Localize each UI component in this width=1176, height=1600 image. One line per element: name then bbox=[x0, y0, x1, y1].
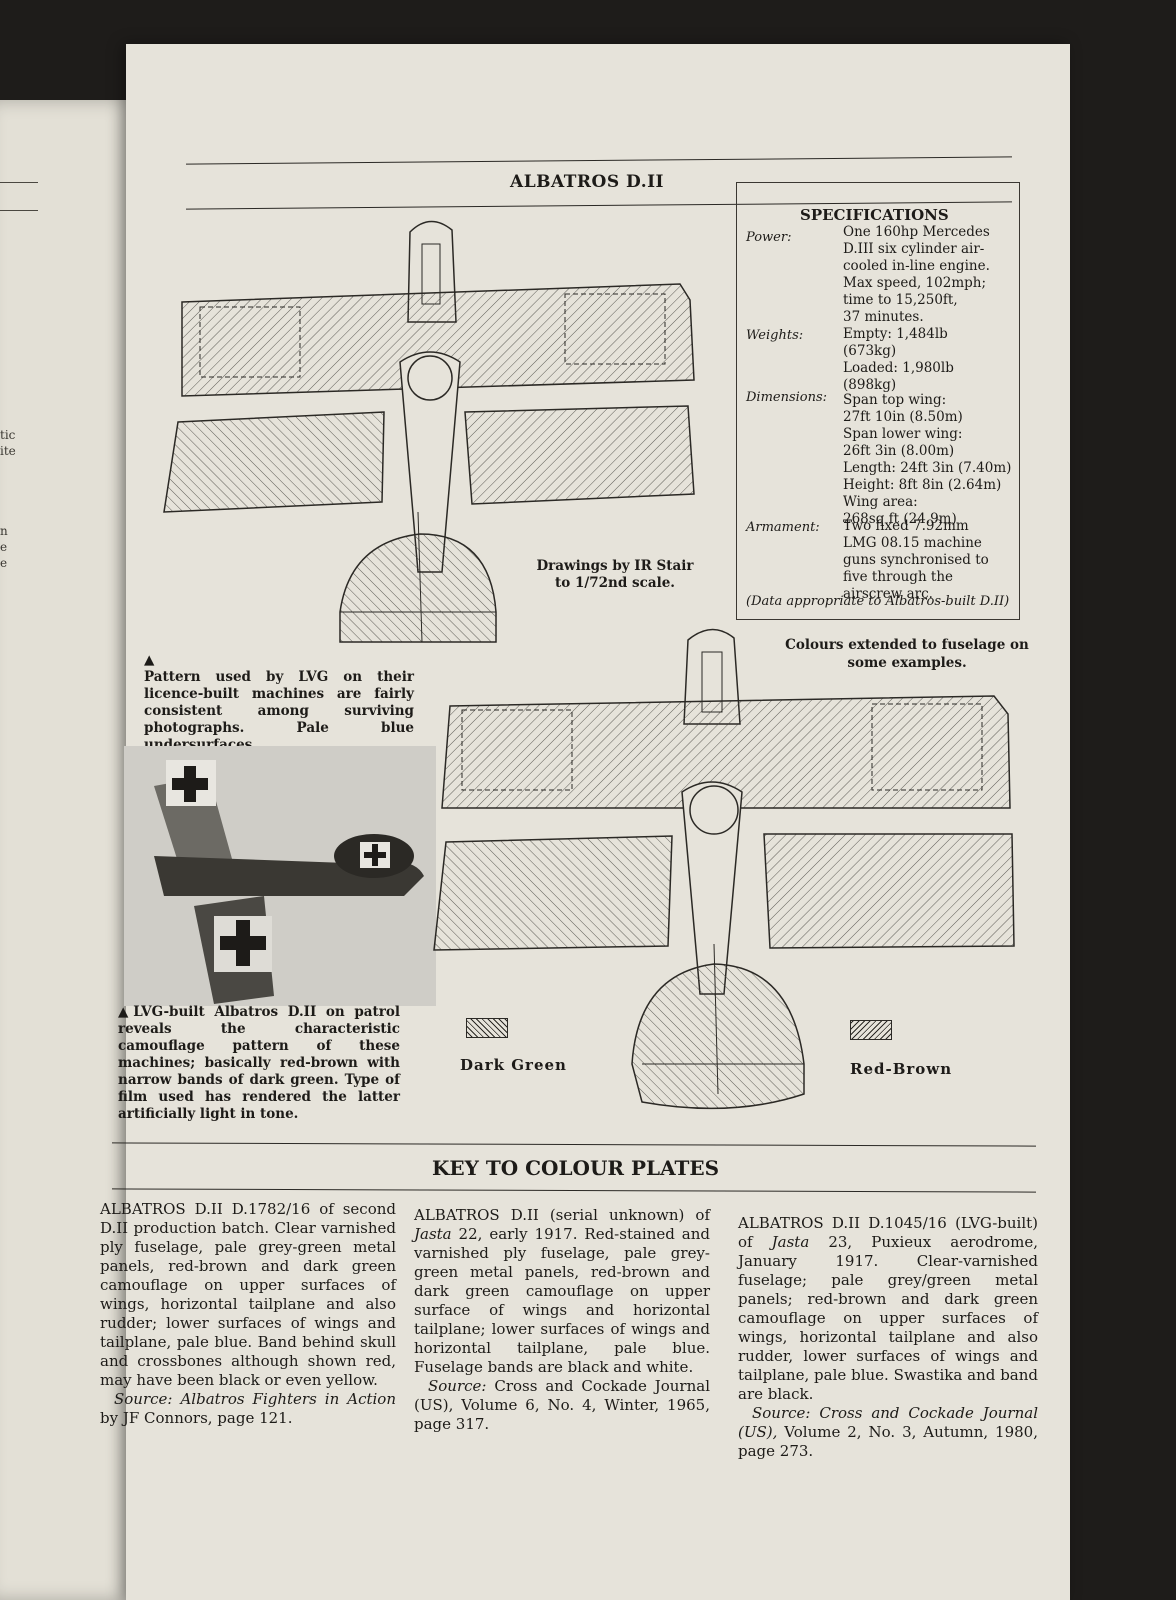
facing-page-fragment: e bbox=[0, 556, 8, 570]
specifications-box bbox=[736, 182, 1020, 620]
facing-page-fragment: tic bbox=[0, 428, 16, 442]
key-title: KEY TO COLOUR PLATES bbox=[432, 1156, 720, 1180]
page-title: ALBATROS D.II bbox=[510, 172, 665, 192]
spec-value-weights: Empty: 1,484lb(673kg)Loaded: 1,980lb(898… bbox=[843, 326, 954, 393]
facing-page-edge bbox=[0, 100, 138, 1600]
legend-swatch-dark-green bbox=[466, 1018, 508, 1038]
facing-page-fragment: ite bbox=[0, 444, 16, 458]
drawing-credit: Drawings by IR Stair to 1/72nd scale. bbox=[536, 558, 694, 591]
key-entry-1: ALBATROS D.II D.1782/16 of second D.II p… bbox=[100, 1200, 396, 1427]
caption-photo: ▲LVG-built Albatros D.II on patrol revea… bbox=[118, 1004, 400, 1122]
plan-drawing-albatros bbox=[433, 628, 1015, 1110]
facing-page-fragment: e bbox=[0, 540, 8, 554]
caption-arrow-icon: ▲ bbox=[118, 1004, 134, 1020]
plan-drawing-lvg bbox=[163, 220, 695, 643]
caption-lvg-pattern: ▲ Pattern used by LVG on their licence-b… bbox=[144, 652, 414, 753]
photo-biplane-graphic bbox=[124, 746, 436, 1006]
aircraft-photo bbox=[124, 746, 436, 1006]
note-fuselage-colours: Colours extended to fuselage on some exa… bbox=[785, 637, 1029, 671]
facing-page-rule bbox=[0, 182, 38, 183]
spec-label-power: Power: bbox=[746, 230, 792, 245]
key-entry-2: ALBATROS D.II (serial unknown) of Jasta … bbox=[414, 1206, 710, 1433]
facing-page-rule bbox=[0, 210, 38, 211]
spec-label-dimensions: Dimensions: bbox=[746, 390, 828, 405]
spec-label-armament: Armament: bbox=[746, 520, 820, 535]
caption-arrow-icon: ▲ bbox=[144, 652, 155, 668]
legend-label-red-brown: Red-Brown bbox=[850, 1060, 953, 1078]
specifications-note: (Data appropriate to Albatros-built D.II… bbox=[746, 594, 1010, 609]
spec-label-weights: Weights: bbox=[746, 328, 804, 343]
specifications-heading: SPECIFICATIONS bbox=[800, 206, 949, 224]
key-entry-3: ALBATROS D.II D.1045/16 (LVG-built) of J… bbox=[738, 1214, 1038, 1460]
legend-swatch-red-brown bbox=[850, 1020, 892, 1040]
facing-page-fragment: n bbox=[0, 524, 8, 538]
spec-value-dimensions: Span top wing:27ft 10in (8.50m)Span lowe… bbox=[843, 392, 1012, 527]
legend-label-dark-green: Dark Green bbox=[460, 1056, 567, 1074]
